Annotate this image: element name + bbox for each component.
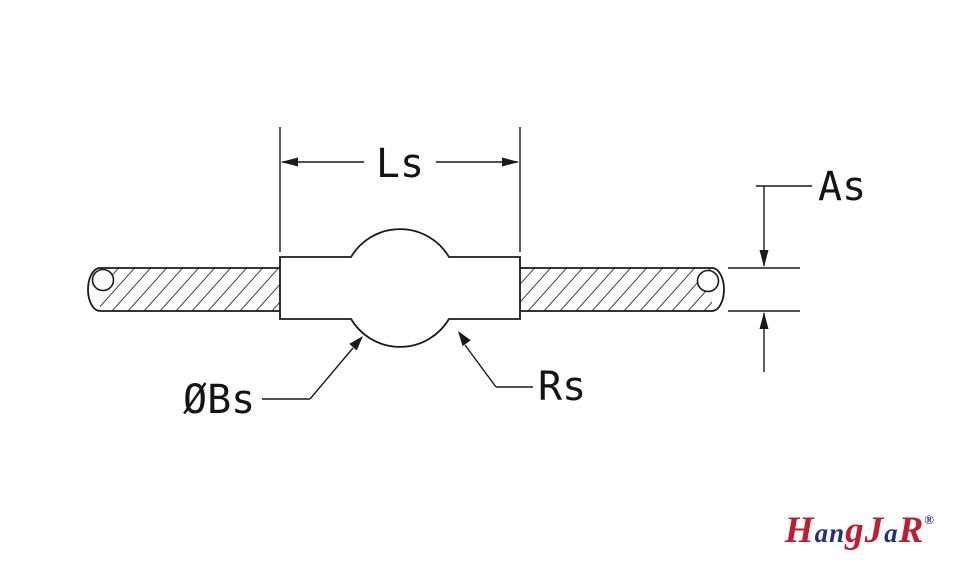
ls-label: Ls	[376, 141, 424, 187]
bs-leader-arrow-icon	[349, 336, 363, 351]
ls-dimension: Ls	[279, 127, 521, 252]
as-label: As	[818, 164, 866, 210]
as-dimension: As	[728, 164, 866, 372]
bs-leader: ØBs	[183, 336, 363, 423]
logo-letter: H	[784, 510, 815, 551]
logo-letter: a	[814, 518, 830, 548]
cable-left	[87, 267, 280, 312]
swage-ball-fitting	[279, 228, 521, 348]
cable-right-strand-end	[696, 269, 720, 293]
cable-left-strand-end	[91, 268, 115, 292]
cable-right-strands	[520, 268, 712, 311]
cable-right-end-cap	[711, 267, 725, 312]
cable-right	[520, 267, 725, 312]
rs-leader-diagonal	[464, 344, 497, 388]
rs-leader: Rs	[458, 331, 586, 410]
as-arrow-up-icon	[759, 312, 769, 329]
registered-trademark-icon: ®	[924, 512, 934, 527]
logo-letter: R	[898, 510, 925, 551]
bs-label: ØBs	[183, 377, 255, 423]
cable-left-strands	[100, 268, 280, 311]
bs-leader-diagonal	[309, 347, 354, 400]
logo-letter: J	[864, 510, 885, 551]
logo-letter: n	[829, 518, 846, 548]
ls-arrow-right-icon	[502, 157, 519, 167]
as-arrow-down-icon	[759, 250, 769, 267]
logo-letter: a	[884, 518, 899, 548]
rs-label: Rs	[538, 364, 586, 410]
brand-logo: HangJaR®	[785, 509, 934, 552]
rs-leader-arrow-icon	[458, 331, 471, 347]
logo-letter: g	[845, 510, 865, 551]
ls-arrow-left-icon	[281, 157, 298, 167]
cable-left-end-cap	[87, 267, 101, 312]
